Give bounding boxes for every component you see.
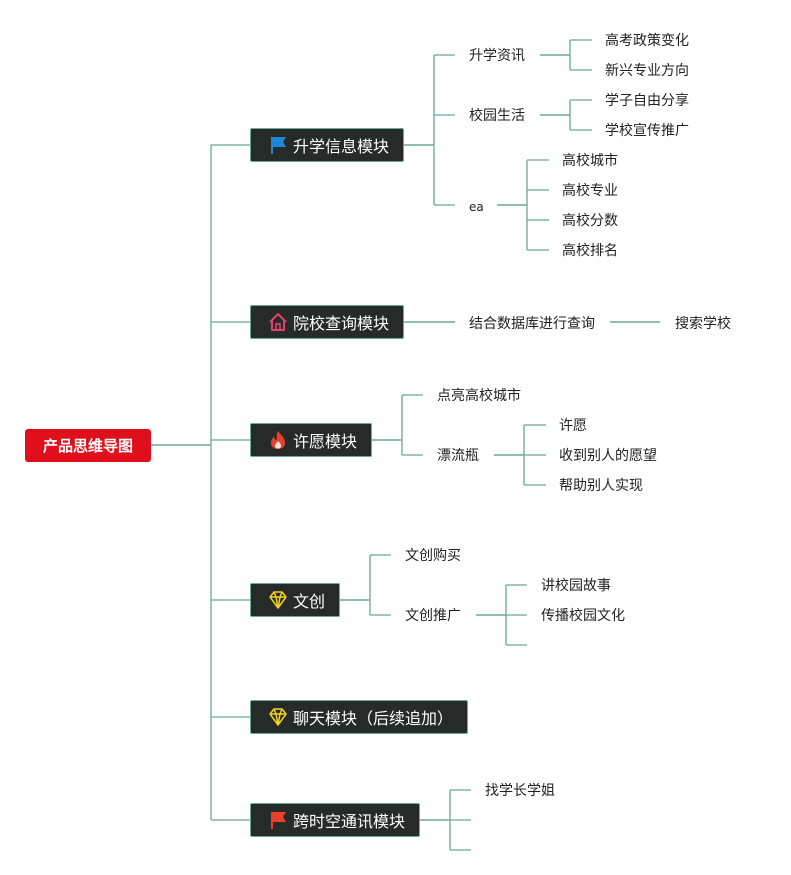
node-creative-buy[interactable]: 文创购买 (405, 548, 461, 564)
diamond-icon (267, 589, 289, 611)
node-creative-promo[interactable]: 文创推广 (405, 608, 461, 624)
node-student-share[interactable]: 学子自由分享 (605, 93, 689, 109)
node-campus-culture[interactable]: 传播校园文化 (541, 608, 625, 624)
module-label: 升学信息模块 (293, 137, 390, 156)
module-node-time-mail[interactable]: 跨时空通讯模块 (250, 803, 420, 837)
module-label: 跨时空通讯模块 (293, 812, 406, 831)
node-make-wish[interactable]: 许愿 (559, 418, 587, 434)
node-college-rank[interactable]: 高校排名 (562, 243, 618, 259)
red-flag-icon (267, 809, 289, 831)
node-help-wish[interactable]: 帮助别人实现 (559, 478, 643, 494)
module-node-creative[interactable]: 文创 (250, 583, 340, 617)
module-label: 院校查询模块 (293, 314, 390, 333)
node-receive-wish[interactable]: 收到别人的愿望 (559, 448, 657, 464)
root-node[interactable]: 产品思维导图 (25, 429, 151, 462)
module-node-school-query[interactable]: 院校查询模块 (250, 305, 404, 339)
node-light-city[interactable]: 点亮高校城市 (437, 388, 521, 404)
module-node-admission-info[interactable]: 升学信息模块 (250, 128, 404, 162)
node-admission-news[interactable]: 升学资讯 (469, 48, 525, 64)
house-icon (267, 311, 289, 333)
module-node-chat[interactable]: 聊天模块（后续追加） (250, 700, 468, 734)
node-new-majors[interactable]: 新兴专业方向 (605, 63, 689, 79)
module-label: 文创 (293, 592, 326, 611)
node-db-query[interactable]: 结合数据库进行查询 (469, 316, 595, 332)
blue-flag-icon (267, 134, 289, 156)
fire-icon (267, 429, 289, 451)
node-search-school[interactable]: 搜索学校 (675, 316, 731, 332)
node-ea[interactable]: ea (469, 200, 484, 214)
node-drift-bottle[interactable]: 漂流瓶 (437, 448, 479, 464)
node-campus-life[interactable]: 校园生活 (469, 108, 525, 124)
diamond-icon (267, 706, 289, 728)
module-label: 聊天模块（后续追加） (293, 709, 454, 728)
node-campus-story[interactable]: 讲校园故事 (541, 578, 611, 594)
node-policy-change[interactable]: 高考政策变化 (605, 33, 689, 49)
module-label: 许愿模块 (293, 432, 358, 451)
node-college-city[interactable]: 高校城市 (562, 153, 618, 169)
node-college-score[interactable]: 高校分数 (562, 213, 618, 229)
node-school-promo[interactable]: 学校宣传推广 (605, 123, 689, 139)
node-college-major[interactable]: 高校专业 (562, 183, 618, 199)
node-find-seniors[interactable]: 找学长学姐 (485, 783, 555, 799)
module-node-wish[interactable]: 许愿模块 (250, 423, 372, 457)
